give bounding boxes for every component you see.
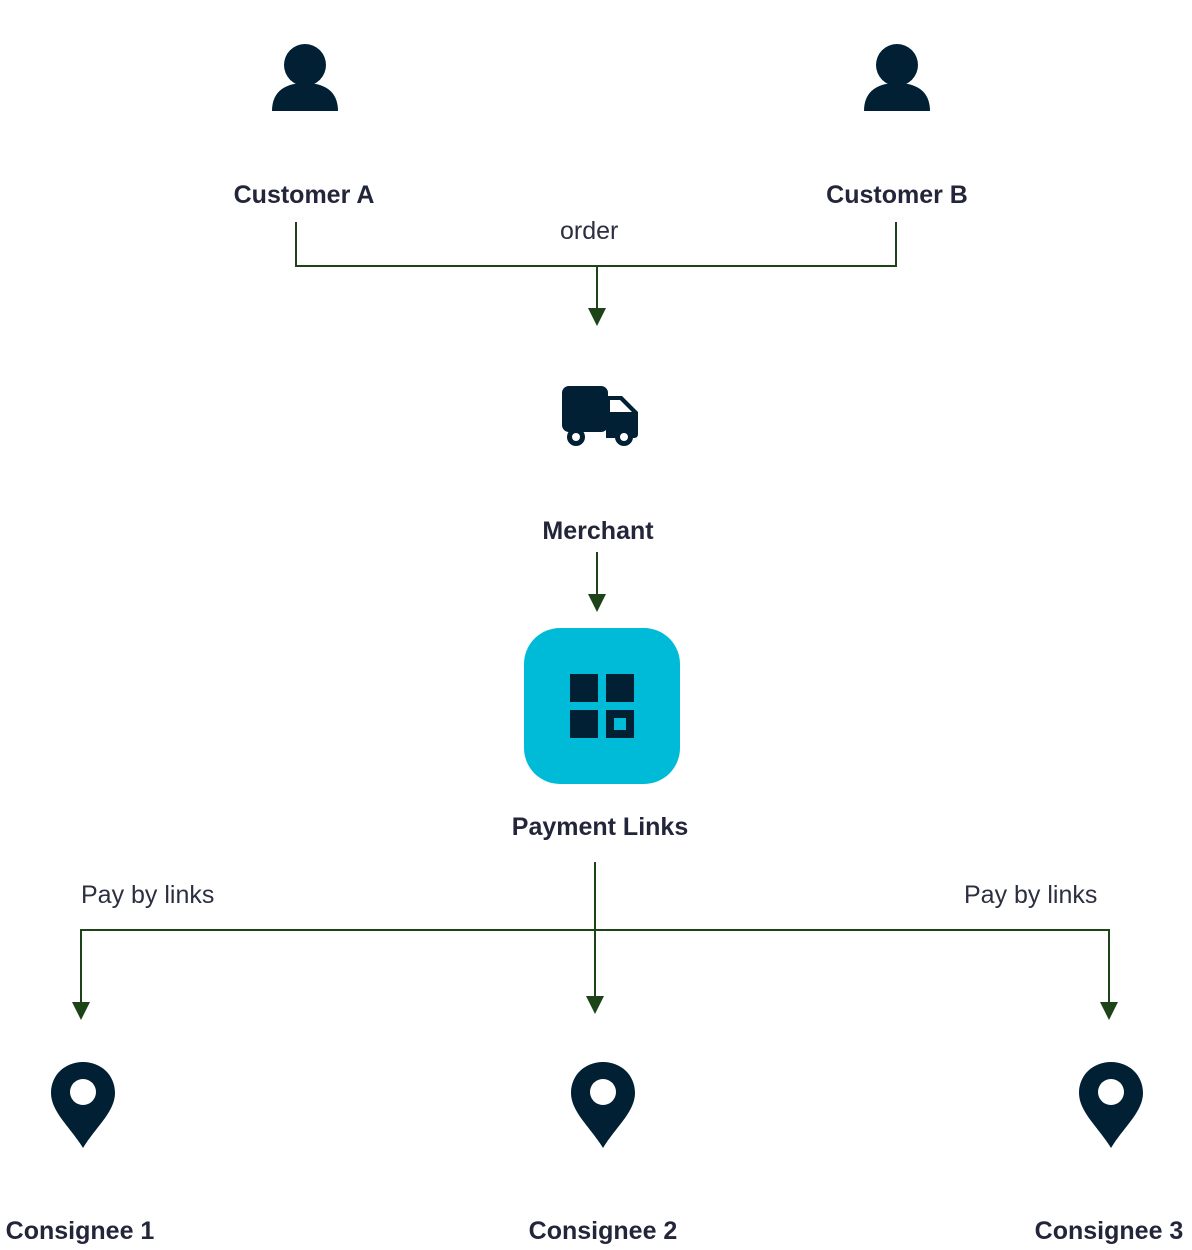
consignee-2-label: Consignee 2 [528,1217,678,1245]
payment-links-tile [524,628,680,784]
pay-by-links-right-label: Pay by links [964,881,1098,909]
arrowhead-payment-links [588,594,606,612]
arrowhead-consignee-1 [72,1002,90,1020]
pay-by-links-left-label: Pay by links [81,881,215,909]
order-edge-label: order [560,217,619,245]
arrowhead-consignee-2 [586,996,604,1014]
person-icon [864,44,930,111]
customer-a-label: Customer A [233,181,375,209]
person-icon [272,44,338,111]
payment-links-label: Payment Links [511,813,689,841]
customer-b-label: Customer B [826,181,968,209]
consignee-1-label: Consignee 1 [5,1217,155,1245]
location-pin-icon [571,1062,635,1148]
arrowhead-consignee-3 [1100,1002,1118,1020]
location-pin-icon [51,1062,115,1148]
consignee-3-label: Consignee 3 [1034,1217,1184,1245]
arrowhead-merchant [588,308,606,326]
truck-icon [562,386,638,446]
location-pin-icon [1079,1062,1143,1148]
merchant-label: Merchant [542,517,654,545]
grid-icon [570,674,634,738]
